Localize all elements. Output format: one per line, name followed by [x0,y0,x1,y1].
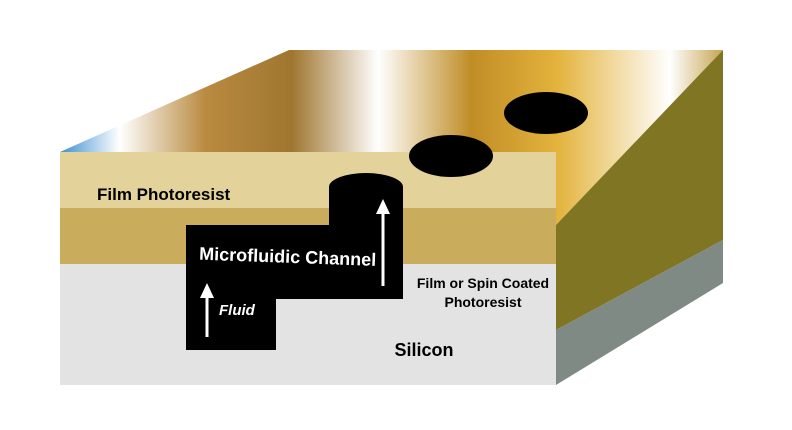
silicon-label: Silicon [394,340,453,360]
right-side-film [556,50,723,330]
right-side-silicon [556,240,723,385]
film-or-spin-label-line1: Film or Spin Coated [417,275,549,291]
microfluidic-channel [186,173,403,350]
film-or-spin-label-line2: Photoresist [444,294,521,310]
flow-arrow-right-head [376,199,390,214]
hole-right [504,92,588,134]
flow-arrow-left-head [200,283,214,298]
film-photoresist-label: Film Photoresist [97,185,231,204]
fluid-label: Fluid [219,302,256,319]
hole-left [409,135,493,177]
